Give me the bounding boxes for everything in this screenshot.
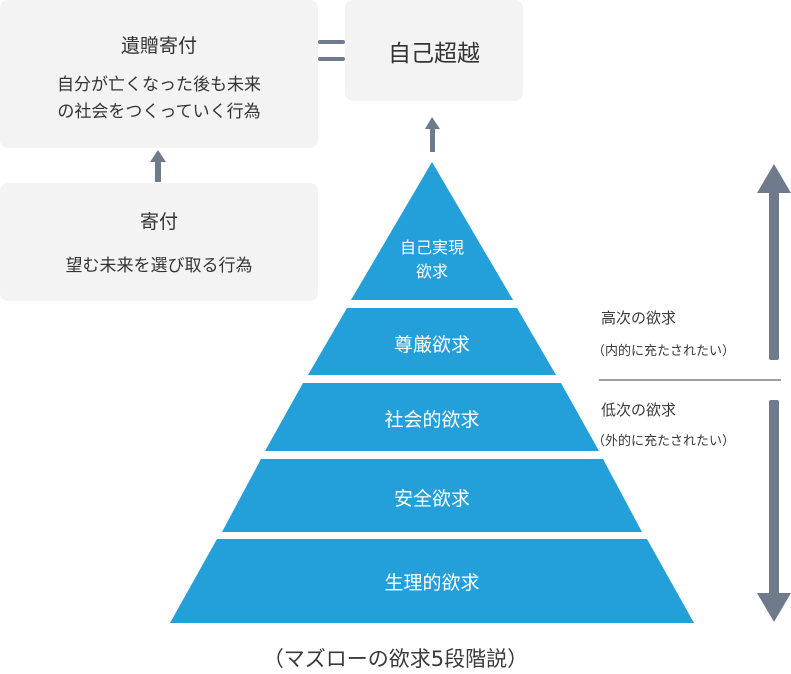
pyramid-level-esteem	[308, 308, 556, 375]
donation-title: 寄付	[139, 211, 178, 233]
caption: （マズローの欲求5段階説）	[262, 647, 529, 671]
higher-needs-label: 高次の欲求	[601, 309, 677, 327]
lower-needs-down-arrow	[757, 400, 791, 622]
arrow-up-pyramid-to-transcendence	[425, 117, 440, 152]
pyramid-level-self-actualization	[351, 162, 513, 300]
legacy-donation-box: 遺贈寄付 自分が亡くなった後も未来 の社会をつくっていく行為	[0, 0, 318, 148]
pyramid-level-physiological	[170, 539, 694, 623]
self-actualization-line2: 欲求	[415, 262, 449, 281]
pyramid-level-safety	[222, 459, 642, 532]
self-transcendence-title: 自己超越	[388, 41, 480, 67]
higher-needs-up-arrow	[757, 164, 791, 360]
pyramid-label-social: 社会的欲求	[384, 409, 480, 431]
lower-needs-label: 低次の欲求	[601, 401, 677, 419]
pyramid-label-esteem: 尊厳欲求	[393, 334, 471, 356]
lower-needs-sub: （外的に充たされたい）	[592, 434, 736, 449]
pyramid-label-safety: 安全欲求	[393, 488, 471, 510]
pyramid-level-social	[265, 383, 599, 451]
equals-bar-bottom	[318, 57, 345, 61]
legacy-donation-description: 自分が亡くなった後も未来 の社会をつくっていく行為	[0, 72, 318, 126]
legacy-donation-desc-line1: 自分が亡くなった後も未来	[57, 75, 261, 95]
equals-bar-top	[318, 40, 345, 44]
arrow-up-donation-to-legacy	[150, 150, 166, 182]
pyramid-label-physiological: 生理的欲求	[384, 572, 480, 594]
self-transcendence-box: 自己超越	[345, 0, 523, 101]
pyramid-label-self-actualization: 自己実現 欲求	[400, 236, 464, 284]
donation-description: 望む未来を選び取る行為	[65, 256, 253, 276]
needs-divider	[599, 379, 781, 381]
legacy-donation-title: 遺贈寄付	[120, 35, 197, 57]
legacy-donation-desc-line2: の社会をつくっていく行為	[57, 102, 261, 122]
donation-box: 寄付 望む未来を選び取る行為	[0, 183, 318, 301]
self-actualization-line1: 自己実現	[399, 238, 465, 257]
higher-needs-sub: （内的に充たされたい）	[592, 344, 736, 359]
